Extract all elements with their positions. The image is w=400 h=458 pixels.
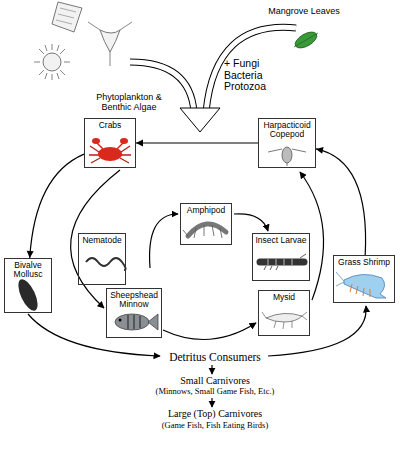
shrimp-drawing <box>336 272 344 286</box>
organism-name: Bivalve Mollusc <box>5 259 51 280</box>
diagram-label: Phytoplankton & Benthic Algae <box>92 92 166 113</box>
diatom-drawing <box>56 8 76 24</box>
larva-drawing <box>268 259 292 265</box>
cycle-arrow <box>163 323 256 339</box>
crab-drawing <box>92 138 100 144</box>
organism-box: Nematode <box>78 233 126 285</box>
shrimp-drawing <box>344 274 386 298</box>
organism-name: Amphipod <box>181 204 231 215</box>
shrimp-drawing <box>350 284 370 297</box>
chain-arrow <box>211 398 212 407</box>
bivalve-drawing <box>14 277 41 314</box>
input-arrow-head <box>180 108 220 132</box>
organism-box: Mysid <box>258 290 310 336</box>
mysid-drawing <box>266 313 302 322</box>
organism-name: Harpacticoid Copepod <box>259 119 315 140</box>
copepod-drawing <box>268 149 306 166</box>
diagram-label: Detritus Consumers <box>140 352 290 364</box>
diagram-label: (Minnows, Small Game Fish, Etc.) <box>110 387 320 396</box>
organism-box: Bivalve Mollusc <box>4 258 52 313</box>
diatom-drawing <box>52 2 82 32</box>
larva-drawing <box>260 259 304 266</box>
cycle-arrow <box>234 214 268 231</box>
organism-box: Harpacticoid Copepod <box>258 118 316 168</box>
amphipod-drawing <box>188 224 226 236</box>
flow-line <box>136 142 258 143</box>
flow-arrow <box>27 154 84 258</box>
dinoflagellate-drawing <box>100 30 120 52</box>
cycle-arrow <box>268 306 366 356</box>
minnow-drawing <box>119 319 122 322</box>
crab-drawing <box>97 143 123 149</box>
minnow-drawing <box>148 314 158 330</box>
dinoflagellate-drawing <box>88 22 132 66</box>
flow-line <box>316 149 366 255</box>
input-arrow-outline <box>206 27 296 112</box>
leaf-drawing <box>293 29 320 51</box>
arrow-head <box>316 147 324 154</box>
diagram-label: (Game Fish, Fish Eating Birds) <box>110 421 320 430</box>
organism-box: Crabs <box>84 118 136 168</box>
crab-drawing <box>120 138 128 144</box>
organism-name: Grass Shrimp <box>334 256 394 267</box>
organism-name: Sheepshead Minnow <box>107 289 161 310</box>
organism-name: Crabs <box>85 119 135 130</box>
nematode-drawing <box>86 258 126 270</box>
diagram-label: Small Carnivores <box>140 376 290 386</box>
arrow-head <box>136 140 143 147</box>
organism-name: Nematode <box>79 234 125 245</box>
larva-drawing <box>264 254 306 270</box>
mysid-drawing <box>262 312 307 329</box>
cycle-arrow <box>28 314 160 356</box>
organism-name: Mysid <box>259 291 309 302</box>
diagram-label: Mangrove Leaves <box>262 6 346 16</box>
copepod-drawing <box>282 147 292 163</box>
organism-box: Insect Larvae <box>252 233 310 281</box>
flow-line <box>30 154 84 258</box>
plankton-drawing <box>34 44 70 80</box>
arrow-head <box>27 251 34 258</box>
organism-box: Sheepshead Minnow <box>106 288 162 338</box>
minnow-drawing <box>128 315 140 329</box>
organism-box: Amphipod <box>180 203 232 245</box>
plankton-drawing <box>43 53 61 71</box>
organism-box: Grass Shrimp <box>333 255 395 303</box>
flow-arrow <box>316 147 366 255</box>
chain-arrow <box>211 365 212 374</box>
leaf-drawing <box>294 33 318 47</box>
crab-drawing <box>98 147 122 161</box>
organism-name: Insect Larvae <box>253 234 309 245</box>
diagram-label: + Fungi Bacteria Protozoa <box>224 58 278 93</box>
diagram-label: Large (Top) Carnivores <box>120 409 310 419</box>
flow-arrow <box>136 140 258 147</box>
crab-drawing <box>89 146 131 163</box>
input-arrow-fill <box>206 27 296 112</box>
minnow-drawing <box>115 314 149 330</box>
amphipod-drawing <box>183 225 222 238</box>
cycle-arrow <box>150 214 178 268</box>
